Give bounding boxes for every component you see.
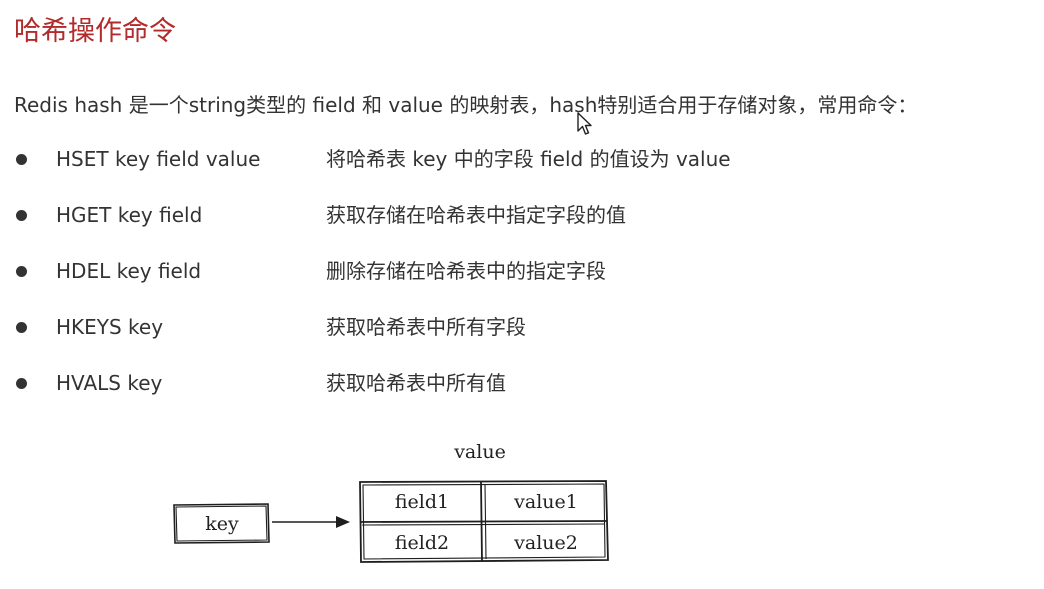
- diagram-value-cell: value1: [513, 491, 578, 513]
- diagram-key-box: [173, 503, 270, 544]
- diagram-field-table: [359, 480, 609, 563]
- bullet-icon: [16, 378, 27, 389]
- mouse-pointer-icon: [577, 112, 592, 135]
- diagram-field-cell: field2: [395, 532, 449, 554]
- page-title: 哈希操作命令: [14, 16, 176, 47]
- command-syntax: HGET key field: [56, 203, 203, 227]
- command-syntax: HSET key field value: [56, 147, 261, 171]
- command-description: 删除存储在哈希表中的指定字段: [326, 259, 606, 283]
- diagram-value-cell: value2: [513, 532, 578, 554]
- command-description: 将哈希表 key 中的字段 field 的值设为 value: [326, 147, 731, 171]
- diagram-value-label: value: [453, 441, 506, 463]
- list-item: HSET key field value 将哈希表 key 中的字段 field…: [0, 142, 1044, 198]
- diagram-key-label: key: [205, 513, 239, 535]
- bullet-icon: [16, 154, 27, 165]
- command-syntax: HVALS key: [56, 371, 163, 395]
- hash-structure-diagram: value key field1 value1 field2 value2: [173, 441, 609, 563]
- list-item: HVALS key 获取哈希表中所有值: [0, 366, 1044, 422]
- bullet-icon: [16, 266, 27, 277]
- list-item: HKEYS key 获取哈希表中所有字段: [0, 310, 1044, 366]
- diagram-field-cell: field1: [395, 491, 449, 513]
- command-description: 获取哈希表中所有值: [326, 371, 506, 395]
- list-item: HDEL key field 删除存储在哈希表中的指定字段: [0, 254, 1044, 310]
- command-list: HSET key field value 将哈希表 key 中的字段 field…: [0, 142, 1044, 422]
- command-syntax: HKEYS key: [56, 315, 164, 339]
- bullet-icon: [16, 322, 27, 333]
- command-syntax: HDEL key field: [56, 259, 202, 283]
- bullet-icon: [16, 210, 27, 221]
- list-item: HGET key field 获取存储在哈希表中指定字段的值: [0, 198, 1044, 254]
- intro-paragraph: Redis hash 是一个string类型的 field 和 value 的映…: [14, 93, 918, 117]
- command-description: 获取存储在哈希表中指定字段的值: [326, 203, 626, 227]
- diagram-arrow: [272, 516, 350, 528]
- command-description: 获取哈希表中所有字段: [326, 315, 526, 339]
